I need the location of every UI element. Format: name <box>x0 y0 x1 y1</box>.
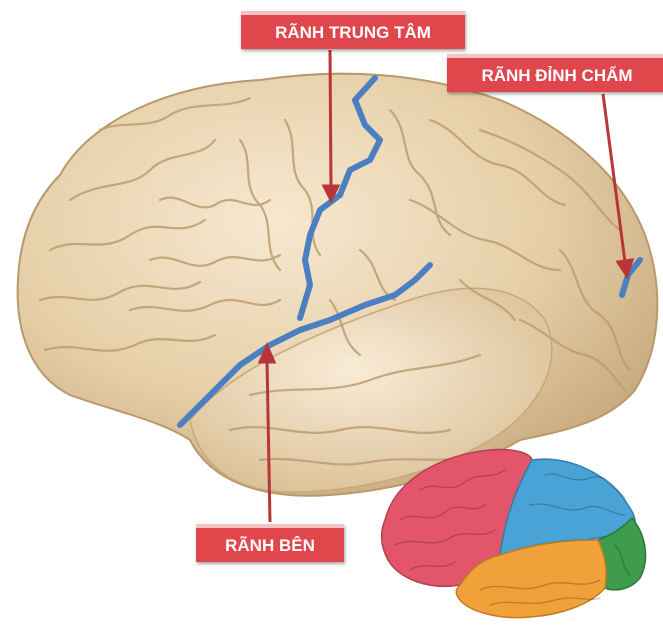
central-sulcus-label: RÃNH TRUNG TÂM <box>241 11 465 49</box>
temporal-lobe-shape <box>189 287 553 493</box>
lobes-inset <box>380 448 647 619</box>
lateral-sulcus-arrowhead <box>257 342 277 364</box>
lateral-sulcus-line <box>177 262 433 428</box>
brain-lateral-view <box>16 72 659 497</box>
lateral-sulcus-arrow <box>265 359 272 523</box>
temporal-lobe-region <box>455 539 607 619</box>
central-sulcus-line <box>297 75 383 321</box>
parieto-occipital-sulcus-label: RÃNH ĐỈNH CHẨM <box>447 54 663 92</box>
lateral-sulcus-label: RÃNH BÊN <box>196 524 344 562</box>
pointer-arrows <box>257 49 635 523</box>
central-sulcus-arrowhead <box>321 184 341 204</box>
central-sulcus-arrow <box>328 49 333 189</box>
gyri-pattern <box>38 96 632 466</box>
parieto-occipital-arrow <box>601 93 627 263</box>
parieto-occipital-arrowhead <box>615 258 635 280</box>
parietal-lobe-region <box>499 458 636 557</box>
